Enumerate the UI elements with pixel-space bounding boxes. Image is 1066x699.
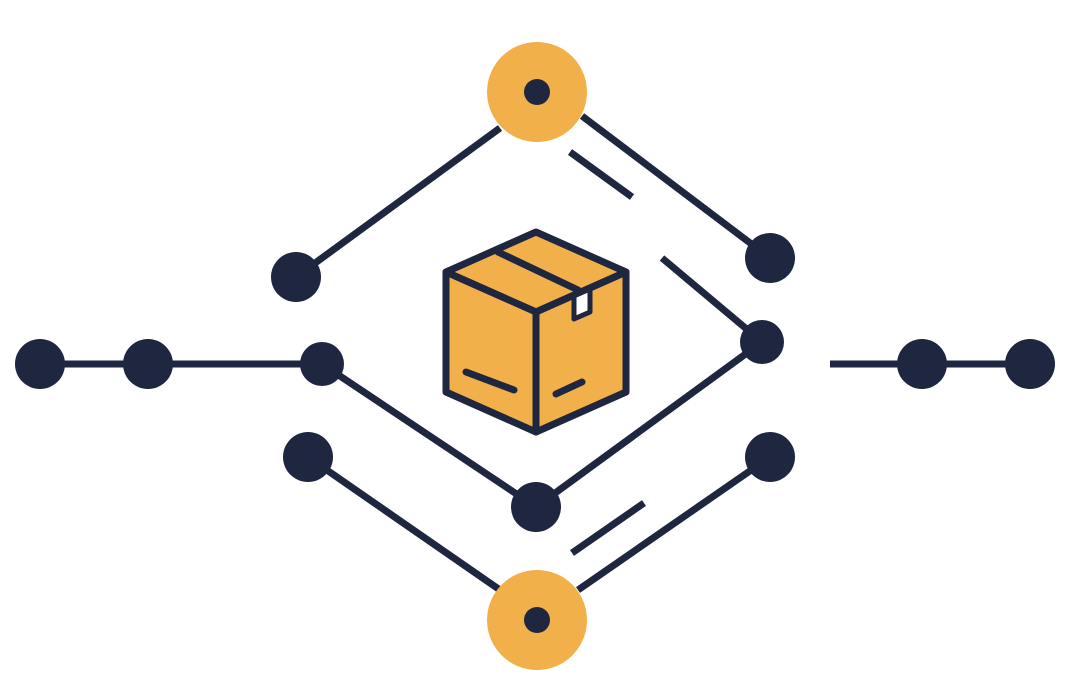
network-node-icon [511,482,561,532]
network-node-icon [283,432,333,482]
network-node-icon [271,252,321,302]
network-node-icon [745,432,795,482]
network-node-icon [123,339,173,389]
network-node-icon [740,320,784,364]
hub-node-center [524,607,550,633]
connector-line [306,454,502,593]
connector-line [567,149,635,200]
network-node-icon [15,339,65,389]
connector-line [533,339,765,510]
hub-node-bottom [487,570,587,670]
network-nodes [15,233,1055,532]
package-box-icon [442,228,630,436]
network-node-icon [897,339,947,389]
network-node-icon [745,233,795,283]
box-mark-right [552,378,586,398]
connector-line [570,500,646,556]
connector-line [576,454,772,593]
hub-node-top [487,42,587,142]
network-node-icon [300,342,344,386]
box-mark-left [462,368,518,394]
connector-line [320,361,538,510]
connector-line [293,125,503,280]
connector-line [579,113,773,261]
hub-node-center [524,79,550,105]
box-label [571,286,593,322]
box-tape [494,248,582,294]
network-node-icon [1005,339,1055,389]
connector-lines [40,113,1030,593]
